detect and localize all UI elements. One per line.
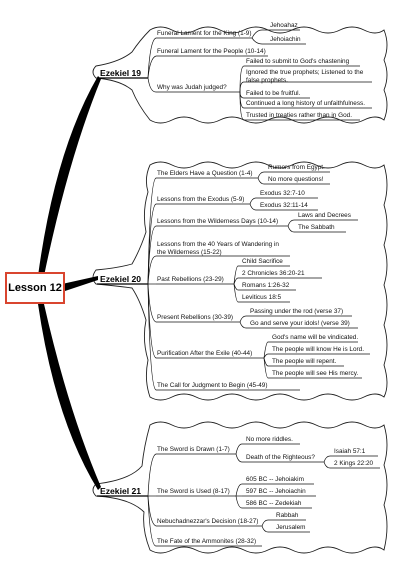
subtopic-node[interactable]: Failed to submit to God's chastening — [246, 58, 350, 65]
topic-node[interactable]: Why was Judah judged? — [157, 84, 227, 91]
subtopic-node[interactable]: The people will repent. — [272, 358, 337, 365]
subtopic-node[interactable]: Death of the Righteous? — [246, 454, 315, 461]
topic-node[interactable]: The Elders Have a Question (1-4) — [157, 170, 253, 177]
subtopic-node[interactable]: Passing under the rod (verse 37) — [250, 308, 344, 315]
subtopic-node[interactable]: 586 BC -- Zedekiah — [246, 500, 302, 507]
topic-node[interactable]: Present Rebellions (30-39) — [157, 314, 234, 321]
subtopic-node[interactable]: Exodus 32:11-14 — [260, 202, 308, 209]
topic-node[interactable]: Lessons from the 40 Years of Wandering i… — [157, 241, 279, 256]
topic-node[interactable]: Lessons from the Wilderness Days (10-14) — [157, 218, 279, 225]
subtopic-node[interactable]: Jehoahaz — [270, 22, 298, 29]
root-label: Lesson 12 — [8, 282, 62, 294]
subtopic-node[interactable]: Leviticus 18:5 — [242, 294, 282, 301]
subtopic-node[interactable]: No more questions! — [268, 176, 324, 183]
trunk-to-ezekiel-20 — [62, 276, 98, 292]
subtopic-node[interactable]: God's name will be vindicated. — [272, 334, 359, 341]
ezekiel-21-cloud — [92, 421, 388, 554]
subtopic-node[interactable]: Failed to be fruitful. — [246, 90, 301, 97]
topic-node[interactable]: The Sword is Drawn (1-7) — [157, 446, 230, 453]
subtopic-node[interactable]: 605 BC -- Jehoiakim — [246, 476, 304, 483]
topic-node[interactable]: Funeral Lament for the People (10-14) — [157, 48, 266, 55]
subtopic-node[interactable]: No more riddles. — [246, 436, 293, 443]
topic-node[interactable]: Nebuchadnezzar's Decision (18-27) — [157, 518, 259, 525]
subtopic-node[interactable]: The people will know He is Lord. — [272, 346, 364, 353]
subtopic-node[interactable]: Exodus 32:7-10 — [260, 190, 305, 197]
topic-node[interactable]: Funeral Lament for the King (1-9) — [157, 30, 252, 37]
subtopic-node[interactable]: 2 Kings 22:20 — [334, 460, 374, 467]
subtopic-node[interactable]: Laws and Decrees — [298, 212, 351, 219]
topic-node[interactable]: Past Rebellions (23-29) — [157, 276, 224, 283]
subtopic-node[interactable]: Romans 1:26-32 — [242, 282, 290, 289]
subtopic-node[interactable]: Trusted in treaties rather than in God. — [246, 112, 352, 119]
subtopic-node[interactable]: Jehoiachin — [270, 36, 301, 43]
topic-node[interactable]: Lessons from the Exodus (5-9) — [157, 196, 245, 203]
trunk-to-ezekiel-21 — [38, 304, 101, 490]
subtopic-node[interactable]: The people will see His mercy. — [272, 370, 359, 377]
trunk-to-ezekiel-19 — [38, 76, 101, 276]
subtopic-node[interactable]: Isaiah 57:1 — [334, 448, 366, 455]
root-node[interactable]: Lesson 12 — [5, 272, 65, 304]
topic-node[interactable]: The Sword is Used (8-17) — [157, 488, 230, 495]
subtopic-node[interactable]: Rabbah — [276, 512, 299, 519]
ezekiel-20-cloud — [92, 161, 388, 401]
section-ezekiel-20[interactable]: Ezekiel 20 — [100, 274, 142, 284]
topic-node[interactable]: The Fate of the Ammonites (28-32) — [157, 538, 257, 545]
topic-node[interactable]: The Call for Judgment to Begin (45-49) — [157, 382, 268, 389]
ezekiel-19-cloud — [92, 26, 388, 124]
subtopic-node[interactable]: The Sabbath — [298, 224, 335, 231]
section-ezekiel-21[interactable]: Ezekiel 21 — [100, 486, 142, 496]
subtopic-node[interactable]: 2 Chronicles 36:20-21 — [242, 270, 305, 277]
subtopic-node[interactable]: Ignored the true prophets; Listened to t… — [246, 69, 364, 84]
subtopic-node[interactable]: 597 BC -- Jehoiachin — [246, 488, 306, 495]
section-ezekiel-19[interactable]: Ezekiel 19 — [100, 68, 142, 78]
subtopic-node[interactable]: Jerusalem — [276, 524, 306, 531]
subtopic-node[interactable]: Rumors from Egypt. — [268, 164, 325, 171]
subtopic-node[interactable]: Go and serve your idols! (verse 39) — [250, 320, 350, 327]
topic-node[interactable]: Purification After the Exile (40-44) — [157, 350, 253, 357]
subtopic-node[interactable]: Child Sacrifice — [242, 258, 283, 265]
subtopic-node[interactable]: Continued a long history of unfaithfulne… — [246, 100, 366, 107]
